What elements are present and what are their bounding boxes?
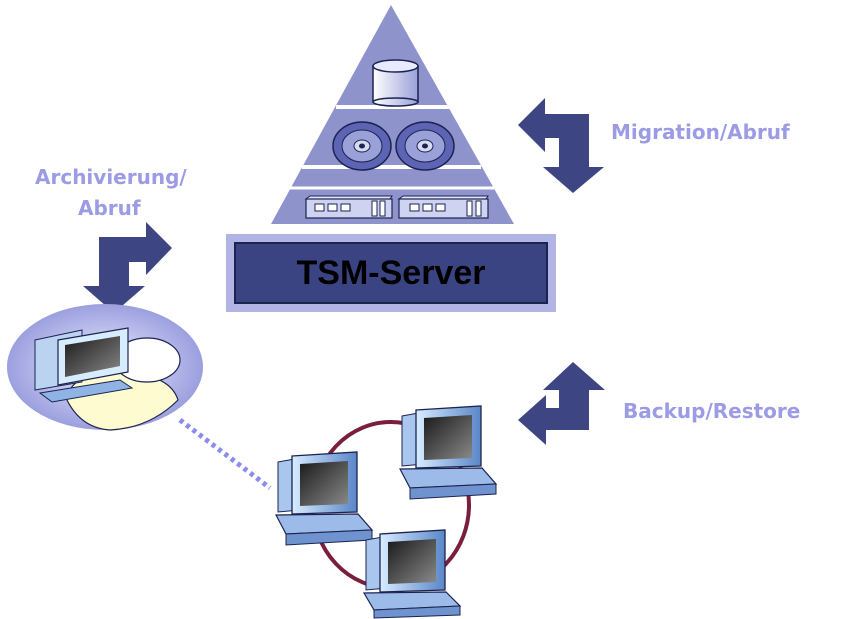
backup-arrow	[518, 362, 605, 445]
cd-disc-icon	[332, 121, 392, 171]
cd-disc-icon	[395, 121, 455, 171]
archive-label-line2: Abruf	[78, 196, 141, 220]
tape-drive-icon	[304, 195, 393, 219]
workstation-icon	[362, 529, 462, 619]
archive-client-icon	[7, 304, 203, 431]
tsm-server-box: TSM-Server	[226, 234, 556, 312]
disk-cylinder-icon	[372, 59, 419, 107]
tape-drive-icon	[397, 195, 489, 219]
migration-label: Migration/Abruf	[611, 120, 790, 144]
archive-arrow	[83, 222, 172, 313]
tsm-server-label: TSM-Server	[296, 253, 486, 292]
backup-label: Backup/Restore	[623, 399, 801, 423]
migration-arrow	[518, 98, 604, 193]
archive-label-line1: Archivierung/	[35, 165, 187, 189]
dotted-link	[178, 418, 272, 490]
storage-pyramid	[271, 5, 514, 224]
workstation-icon	[275, 451, 374, 546]
tsm-server-panel: TSM-Server	[234, 242, 548, 304]
workstation-icon	[399, 405, 498, 500]
